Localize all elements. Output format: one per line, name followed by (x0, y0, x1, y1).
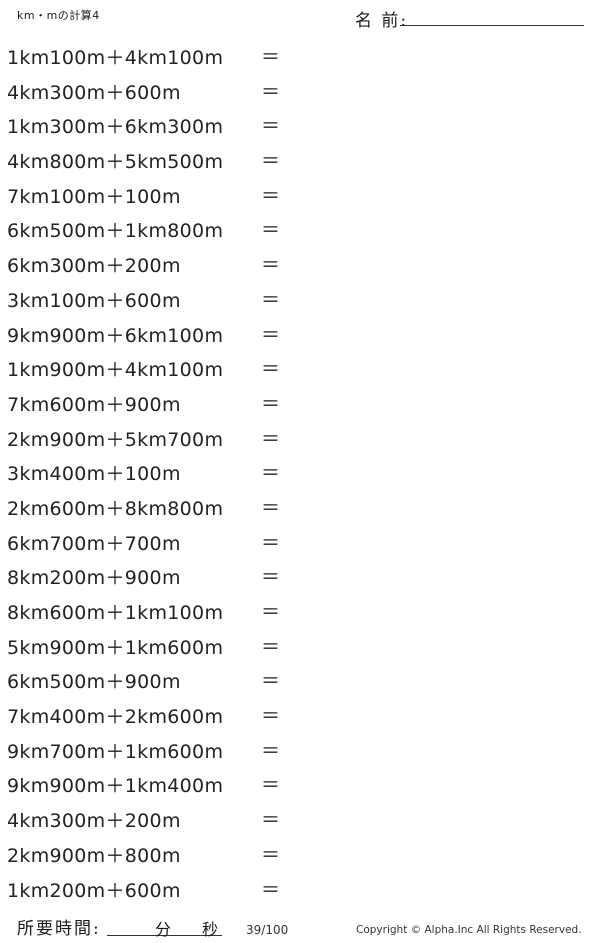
problem-expression: 4km300m＋600m (7, 81, 181, 104)
time-taken-label: 所要時間: (17, 919, 101, 939)
problem-expression: 9km900m＋1km400m (7, 775, 224, 798)
problem-row: 7km400m＋2km600m ＝ (0, 696, 600, 731)
equals-sign: ＝ (261, 115, 281, 138)
time-taken-field: 所要時間: 分 秒 (17, 914, 222, 940)
problem-expression: 4km300m＋200m (7, 810, 181, 833)
problem-row: 4km300m＋200m ＝ (0, 800, 600, 835)
problem-expression: 1km900m＋4km100m (7, 359, 224, 382)
problem-expression: 9km900m＋6km100m (7, 324, 224, 347)
equals-sign: ＝ (261, 531, 281, 554)
equals-sign: ＝ (261, 809, 281, 832)
equals-sign: ＝ (261, 80, 281, 103)
problem-expression: 7km600m＋900m (7, 393, 181, 416)
problem-expression: 2km900m＋5km700m (7, 428, 224, 451)
problem-row: 6km300m＋200m ＝ (0, 245, 600, 280)
problem-expression: 6km500m＋900m (7, 671, 181, 694)
problem-row: 1km900m＋4km100m ＝ (0, 349, 600, 384)
equals-sign: ＝ (261, 184, 281, 207)
equals-sign: ＝ (261, 288, 281, 311)
problem-row: 3km100m＋600m ＝ (0, 280, 600, 315)
problem-row: 3km400m＋100m ＝ (0, 453, 600, 488)
problem-expression: 5km900m＋1km600m (7, 636, 224, 659)
equals-sign: ＝ (261, 496, 281, 519)
problem-row: 2km900m＋800m ＝ (0, 835, 600, 870)
copyright-notice: Copyright © Alpha.Inc All Rights Reserve… (356, 924, 582, 936)
minutes-label: 分 (155, 920, 172, 939)
equals-sign: ＝ (261, 739, 281, 762)
problem-expression: 6km700m＋700m (7, 532, 181, 555)
equals-sign: ＝ (261, 635, 281, 658)
name-label: 名 前: (355, 11, 409, 31)
problem-list: 1km100m＋4km100m ＝ 4km300m＋600m ＝ 1km300m＋6… (0, 37, 600, 904)
problem-expression: 4km800m＋5km500m (7, 151, 224, 174)
worksheet-title: km・mの計算4 (17, 9, 100, 22)
equals-sign: ＝ (261, 705, 281, 728)
equals-sign: ＝ (261, 323, 281, 346)
problem-expression: 2km600m＋8km800m (7, 497, 224, 520)
problem-row: 9km700m＋1km600m ＝ (0, 731, 600, 766)
problem-expression: 3km400m＋100m (7, 463, 181, 486)
equals-sign: ＝ (261, 670, 281, 693)
problem-row: 8km600m＋1km100m ＝ (0, 592, 600, 627)
problem-expression: 7km400m＋2km600m (7, 706, 224, 729)
problem-expression: 1km100m＋4km100m (7, 47, 224, 69)
problem-expression: 8km200m＋900m (7, 567, 181, 590)
equals-sign: ＝ (261, 427, 281, 450)
problem-expression: 9km700m＋1km600m (7, 740, 224, 763)
equals-sign: ＝ (261, 219, 281, 242)
problem-row: 1km200m＋600m ＝ (0, 870, 600, 905)
time-write-line (107, 935, 222, 936)
problem-expression: 3km100m＋600m (7, 289, 181, 312)
problem-row: 2km600m＋8km800m ＝ (0, 488, 600, 523)
problem-row: 6km500m＋900m ＝ (0, 661, 600, 696)
equals-sign: ＝ (261, 254, 281, 277)
equals-sign: ＝ (261, 462, 281, 485)
seconds-label: 秒 (202, 920, 219, 939)
problem-row: 4km800m＋5km500m ＝ (0, 141, 600, 176)
problem-expression: 1km300m＋6km300m (7, 116, 224, 139)
name-write-line (400, 25, 584, 26)
problem-row: 1km100m＋4km100m ＝ (0, 37, 600, 72)
problem-row: 7km600m＋900m ＝ (0, 384, 600, 419)
equals-sign: ＝ (261, 878, 281, 901)
problem-expression: 7km100m＋100m (7, 185, 181, 208)
problem-expression: 6km500m＋1km800m (7, 220, 224, 243)
equals-sign: ＝ (261, 843, 281, 866)
page-number: 39/100 (246, 923, 289, 937)
problem-row: 8km200m＋900m ＝ (0, 557, 600, 592)
problem-expression: 8km600m＋1km100m (7, 602, 224, 624)
problem-row: 6km500m＋1km800m ＝ (0, 210, 600, 245)
problem-row: 6km700m＋700m ＝ (0, 523, 600, 558)
equals-sign: ＝ (261, 774, 281, 797)
equals-sign: ＝ (261, 150, 281, 173)
equals-sign: ＝ (261, 566, 281, 589)
problem-expression: 1km200m＋600m (7, 879, 181, 902)
problem-expression: 2km900m＋800m (7, 844, 181, 867)
equals-sign: ＝ (261, 392, 281, 415)
problem-row: 2km900m＋5km700m ＝ (0, 419, 600, 454)
equals-sign: ＝ (261, 601, 281, 623)
problem-row: 9km900m＋1km400m ＝ (0, 765, 600, 800)
problem-row: 1km300m＋6km300m ＝ (0, 106, 600, 141)
equals-sign: ＝ (261, 46, 281, 68)
problem-expression: 6km300m＋200m (7, 255, 181, 278)
equals-sign: ＝ (261, 358, 281, 381)
problem-row: 7km100m＋100m ＝ (0, 176, 600, 211)
name-field: 名 前: (355, 6, 590, 31)
problem-row: 5km900m＋1km600m ＝ (0, 627, 600, 662)
problem-row: 9km900m＋6km100m ＝ (0, 315, 600, 350)
problem-row: 4km300m＋600m ＝ (0, 72, 600, 107)
